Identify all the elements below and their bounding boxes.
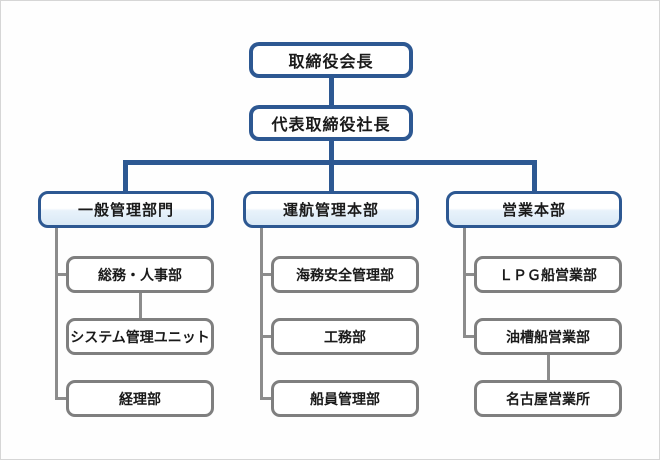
node-chairman-label: 取締役会長 bbox=[288, 52, 374, 71]
node-dept-system-management-unit: システム管理ユニット bbox=[66, 318, 214, 355]
node-dept-general-affairs-hr: 総務・人事部 bbox=[66, 256, 214, 293]
division-label: 運航管理本部 bbox=[282, 201, 379, 219]
connector-drop-division-2 bbox=[329, 160, 334, 191]
connector-col2-stub-row2 bbox=[260, 335, 274, 338]
connector-chairman-president bbox=[329, 78, 334, 105]
connector-somu-to-system-unit bbox=[139, 293, 142, 318]
connector-drop-division-3 bbox=[532, 160, 537, 191]
connector-col3-stub-row2 bbox=[463, 335, 477, 338]
node-dept-lpg-ship-sales: ＬＰＧ船営業部 bbox=[474, 256, 622, 293]
node-dept-accounting: 経理部 bbox=[66, 380, 214, 417]
connector-drop-division-1 bbox=[123, 160, 128, 191]
node-division-operation-management: 運航管理本部 bbox=[243, 191, 419, 228]
dept-label: システム管理ユニット bbox=[70, 329, 210, 346]
connector-col1-stub-row1 bbox=[55, 273, 69, 276]
node-division-sales-hq: 営業本部 bbox=[446, 191, 622, 228]
node-dept-crew-management: 船員管理部 bbox=[271, 380, 419, 417]
node-division-general-admin: 一般管理部門 bbox=[38, 191, 214, 228]
node-chairman: 取締役会長 bbox=[249, 42, 413, 78]
connector-col2-trunk bbox=[260, 228, 263, 400]
dept-label: ＬＰＧ船営業部 bbox=[499, 267, 597, 284]
node-dept-marine-safety-management: 海務安全管理部 bbox=[271, 256, 419, 293]
dept-label: 経理部 bbox=[119, 391, 161, 408]
connector-col3-stub-row1 bbox=[463, 273, 477, 276]
connector-col2-stub-row1 bbox=[260, 273, 274, 276]
connector-col3-trunk bbox=[463, 228, 466, 338]
node-dept-engineering: 工務部 bbox=[271, 318, 419, 355]
division-label: 一般管理部門 bbox=[77, 201, 174, 219]
connector-tanker-to-nagoya bbox=[547, 355, 550, 380]
dept-label: 名古屋営業所 bbox=[506, 391, 590, 408]
connector-president-trunk bbox=[329, 141, 334, 161]
connector-col1-trunk bbox=[55, 228, 58, 400]
dept-label: 総務・人事部 bbox=[98, 267, 182, 284]
dept-label: 工務部 bbox=[324, 329, 366, 346]
dept-label: 船員管理部 bbox=[310, 391, 380, 408]
node-dept-tanker-sales: 油槽船営業部 bbox=[474, 318, 622, 355]
node-president-label: 代表取締役社長 bbox=[271, 115, 391, 134]
division-label: 営業本部 bbox=[501, 201, 566, 219]
connector-col1-stub-row3 bbox=[55, 397, 69, 400]
dept-label: 油槽船営業部 bbox=[506, 329, 590, 346]
node-president: 代表取締役社長 bbox=[249, 105, 413, 141]
dept-label: 海務安全管理部 bbox=[296, 267, 394, 284]
connector-col2-stub-row3 bbox=[260, 397, 274, 400]
node-dept-nagoya-sales-office: 名古屋営業所 bbox=[474, 380, 622, 417]
